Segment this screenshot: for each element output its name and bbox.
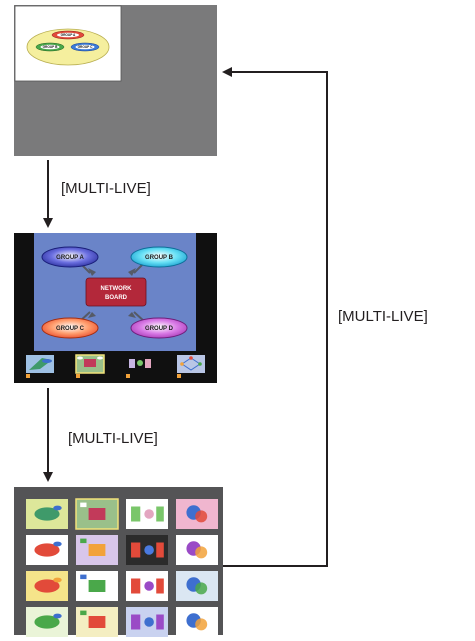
grid-tile bbox=[76, 535, 118, 565]
grid-tile bbox=[176, 571, 218, 601]
grid-tile bbox=[176, 607, 218, 637]
screen2-thumbnails bbox=[26, 354, 205, 378]
grid-tile bbox=[26, 499, 68, 529]
thumbnail-3 bbox=[126, 355, 154, 378]
screen-main-with-thumbnails: GROUP A GROUP B GROUP C GROUP D NETWORK … bbox=[14, 233, 217, 383]
svg-text:GROUP C: GROUP C bbox=[56, 326, 85, 332]
grid-tile bbox=[176, 535, 218, 565]
thumbnail-1 bbox=[26, 355, 54, 378]
svg-text:GROUP A: GROUP A bbox=[61, 33, 76, 37]
screen1-diagram-thumbnail: GROUP A GROUP B GROUP C bbox=[26, 28, 110, 66]
transition-label-1: [MULTI-LIVE] bbox=[61, 180, 151, 197]
screen-single-window: GROUP A GROUP B GROUP C bbox=[14, 5, 217, 156]
transition-label-back: [MULTI-LIVE] bbox=[338, 308, 428, 325]
grid-tile bbox=[126, 499, 168, 529]
thumbnail-2 bbox=[75, 354, 105, 378]
group-c-node: GROUP C bbox=[41, 317, 99, 339]
svg-text:NETWORK: NETWORK bbox=[101, 286, 133, 292]
group-d-node: GROUP D bbox=[130, 317, 188, 339]
grid-tile bbox=[126, 535, 168, 565]
grid-tile bbox=[76, 607, 118, 637]
thumbnail-4 bbox=[177, 355, 205, 378]
grid-tile bbox=[126, 571, 168, 601]
grid-tile bbox=[75, 498, 119, 530]
svg-text:GROUP B: GROUP B bbox=[43, 45, 59, 49]
grid-tiles bbox=[26, 498, 218, 637]
grid-tile bbox=[26, 571, 68, 601]
grid-tile bbox=[126, 607, 168, 637]
svg-text:BOARD: BOARD bbox=[105, 295, 128, 301]
svg-text:GROUP D: GROUP D bbox=[145, 326, 174, 332]
group-a-node: GROUP A bbox=[41, 246, 99, 268]
svg-text:GROUP A: GROUP A bbox=[56, 255, 84, 261]
group-b-node: GROUP B bbox=[130, 246, 188, 268]
transition-label-2: [MULTI-LIVE] bbox=[68, 430, 158, 447]
grid-tile bbox=[176, 499, 218, 529]
grid-tile bbox=[76, 571, 118, 601]
svg-text:GROUP B: GROUP B bbox=[145, 255, 174, 261]
arrow-return-path bbox=[222, 67, 328, 567]
screen-grid-4x4 bbox=[14, 487, 223, 637]
grid-tile bbox=[26, 607, 68, 637]
svg-text:GROUP C: GROUP C bbox=[78, 45, 94, 49]
network-board-node: NETWORK BOARD bbox=[85, 277, 147, 307]
grid-tile bbox=[26, 535, 68, 565]
